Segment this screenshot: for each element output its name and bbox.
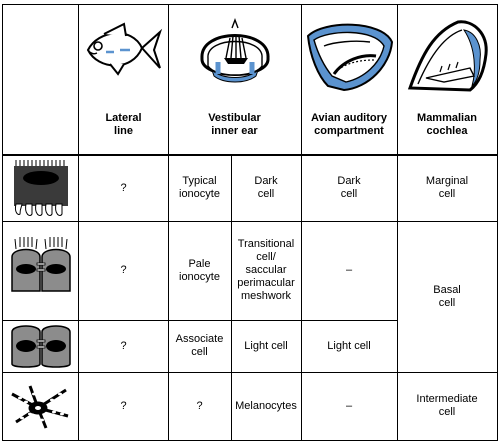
grid-line (397, 4, 398, 441)
grid-line (2, 320, 397, 321)
paired-cell-icon (11, 325, 71, 368)
header-lateral-line: Lateral line (105, 112, 142, 137)
avian-cochlea-icon (306, 23, 394, 92)
r2-vest-a: Pale ionocyte (179, 257, 220, 283)
r1-mammal: Marginal cell (425, 175, 469, 200)
grid-line (497, 4, 498, 441)
r4-vest-a: ? (196, 399, 203, 412)
r3-avian: Light cell (327, 339, 371, 352)
header-vestibular: Vestibular inner ear (208, 112, 261, 137)
basal-cell-merged: Basal cell (433, 283, 461, 309)
r3-vest-b: Light cell (244, 339, 288, 352)
paired-ciliated-cell-icon (11, 237, 71, 292)
grid-line (2, 4, 3, 441)
r1-lateral: ? (120, 181, 127, 194)
r4-lateral: ? (120, 399, 127, 412)
grid-line (231, 155, 232, 441)
r3-vest-a: Associate cell (175, 333, 224, 358)
grid-line (2, 154, 498, 156)
r2-avian: – (345, 264, 353, 276)
grid-line (168, 4, 169, 441)
grid-line (2, 221, 498, 222)
header-mammalian: Mammalian cochlea (417, 112, 477, 137)
r4-vest-b: Melanocytes (235, 399, 297, 412)
melanocyte-icon (11, 385, 69, 429)
grid-line (2, 372, 498, 373)
mammalian-cochlea-icon (407, 20, 488, 92)
r2-vest-b: Transitional cell/ saccular perimacular … (237, 238, 295, 302)
grid-line (2, 4, 498, 5)
marginal-cell-icon (14, 160, 68, 217)
r1-avian: Dark cell (337, 175, 361, 200)
grid-line (2, 440, 498, 441)
grid-line (301, 4, 302, 441)
r2-lateral: ? (120, 264, 127, 276)
r3-lateral: ? (120, 339, 127, 352)
r1-vest-a: Typical ionocyte (179, 175, 220, 200)
r4-mammal: Intermediate cell (416, 393, 478, 418)
header-avian: Avian auditory compartment (311, 112, 387, 137)
grid-line (78, 4, 79, 441)
vestibular-ear-icon (200, 18, 270, 83)
r1-vest-b: Dark cell (254, 175, 278, 200)
fish-icon (86, 22, 163, 76)
r4-avian: – (345, 399, 353, 412)
